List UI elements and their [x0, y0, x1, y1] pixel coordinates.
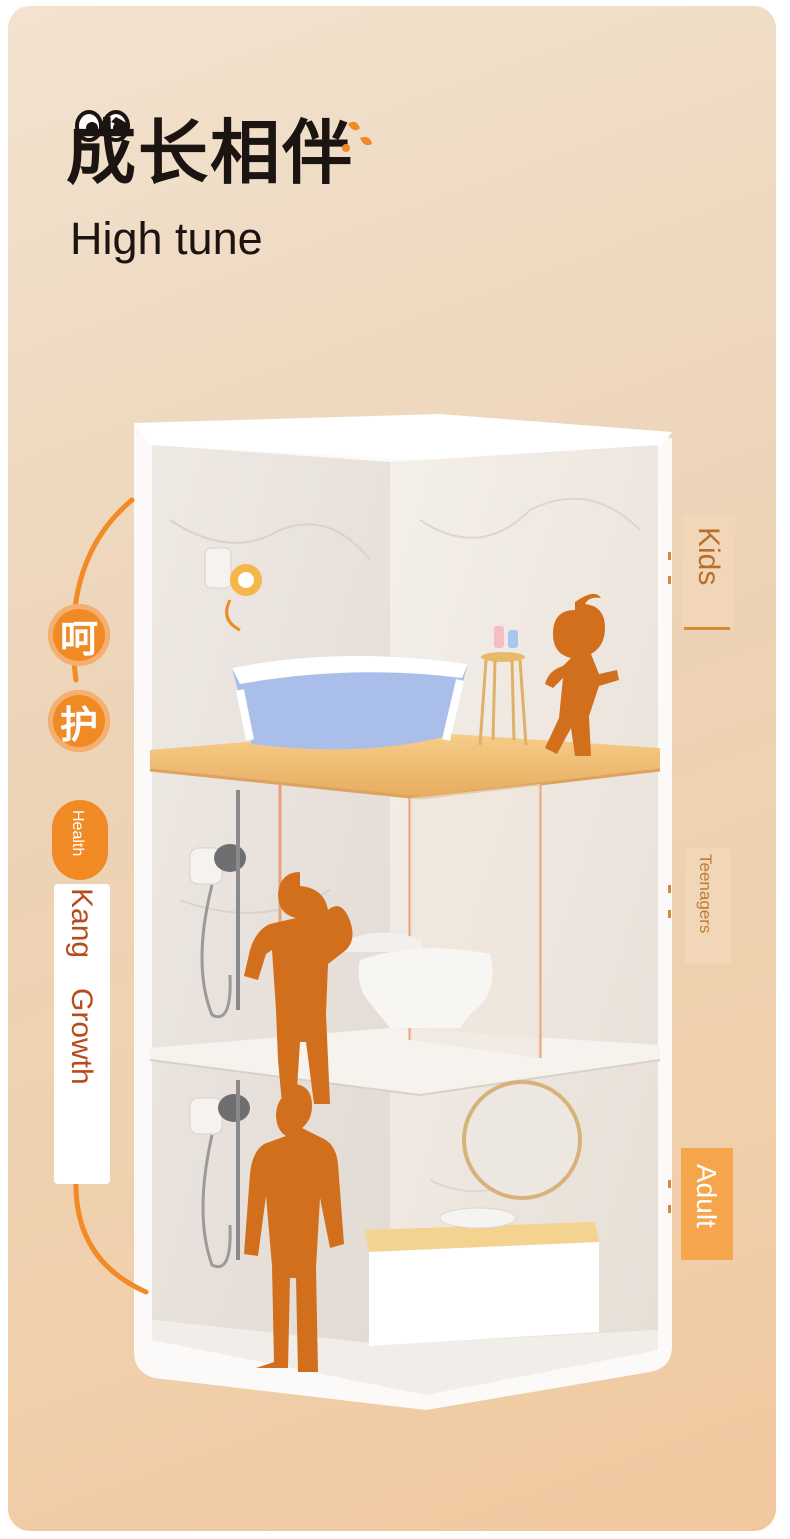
tick-mark [668, 1205, 671, 1213]
stage-tag-kids: Kids [683, 515, 735, 627]
kids-underline [684, 627, 730, 630]
char-he-badge: 呵 [48, 604, 110, 666]
stage-adult-label: Adult [691, 1164, 722, 1228]
page-subtitle: High tune [70, 213, 263, 264]
char-hu-badge: 护 [48, 690, 110, 752]
page-title: 成长相伴 [66, 112, 354, 194]
word-kang: Kang [65, 888, 98, 959]
char-hu: 护 [59, 702, 98, 747]
word-health: Health [69, 810, 86, 857]
kang-growth-band [54, 884, 110, 1184]
tick-mark [668, 885, 671, 893]
word-growth: Growth [65, 988, 98, 1085]
poster-card: 成长相伴 High tune [8, 6, 776, 1531]
stage-teenagers-label: Teenagers [696, 854, 715, 934]
tick-mark [668, 576, 671, 584]
stage-tag-adult: Adult [681, 1148, 733, 1260]
splash-icon [342, 121, 372, 152]
tick-mark [668, 910, 671, 918]
tick-mark [668, 552, 671, 560]
char-he: 呵 [59, 616, 98, 661]
stage-tag-teenagers: Teenagers [685, 848, 731, 964]
health-badge: Health [52, 800, 108, 880]
stage-kids-label: Kids [692, 527, 725, 586]
tick-mark [668, 1180, 671, 1188]
cartoon-eyes-icon [75, 110, 130, 142]
